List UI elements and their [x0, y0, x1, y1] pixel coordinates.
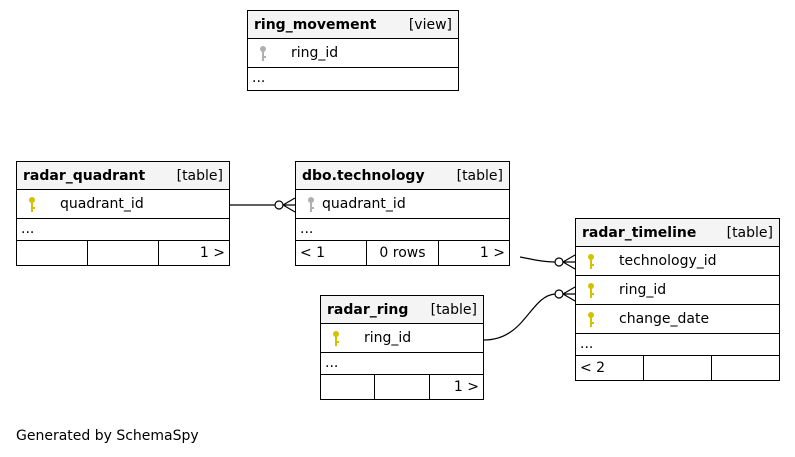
footer-rows: [644, 356, 712, 380]
column-row[interactable]: ring_id: [321, 324, 483, 353]
table-ring-movement[interactable]: ring_movement [view] ring_id ...: [247, 10, 459, 91]
column-row[interactable]: ring_id: [576, 276, 779, 305]
table-name[interactable]: dbo.technology: [302, 167, 425, 184]
foreign-key-icon: [308, 197, 314, 212]
column-name: quadrant_id: [60, 196, 144, 212]
footer-children[interactable]: 1 >: [199, 245, 225, 261]
column-name: quadrant_id: [322, 196, 406, 212]
table-kind: [table]: [456, 167, 503, 184]
primary-key-icon: [588, 254, 594, 269]
footer-rows: 0 rows: [367, 241, 439, 265]
table-kind: [view]: [408, 16, 452, 33]
more-columns: ...: [252, 70, 266, 86]
footer-children[interactable]: 1 >: [479, 245, 505, 261]
table-footer: < 2: [576, 356, 779, 380]
table-name[interactable]: ring_movement: [254, 16, 377, 33]
table-name[interactable]: radar_ring: [327, 301, 409, 318]
column-name: change_date: [619, 311, 710, 327]
column-row[interactable]: ring_id: [248, 39, 458, 68]
more-columns: ...: [321, 353, 483, 375]
table-kind: [table]: [430, 301, 477, 318]
column-row[interactable]: quadrant_id: [17, 190, 229, 219]
table-header[interactable]: radar_timeline [table]: [576, 219, 779, 247]
footer-rows: [375, 375, 430, 399]
table-header[interactable]: radar_quadrant [table]: [17, 162, 229, 190]
primary-key-icon: [29, 197, 35, 212]
column-row[interactable]: quadrant_id: [296, 190, 509, 219]
footer-parents[interactable]: < 1: [296, 241, 368, 265]
table-name[interactable]: radar_quadrant: [23, 167, 146, 184]
footer-parents[interactable]: [321, 375, 376, 399]
column-row[interactable]: technology_id: [576, 247, 779, 276]
column-name: ring_id: [291, 45, 339, 61]
column-name: ring_id: [364, 330, 412, 346]
table-kind: [table]: [726, 224, 773, 241]
more-columns: ...: [17, 219, 229, 241]
generated-by-label: Generated by SchemaSpy: [16, 428, 199, 444]
primary-key-icon: [588, 283, 594, 298]
primary-key-icon: [333, 331, 339, 346]
more-columns: ...: [576, 334, 779, 356]
footer-parents[interactable]: < 2: [576, 356, 644, 380]
more-columns: ...: [296, 219, 509, 241]
edge-ring-timeline: [483, 286, 576, 341]
table-kind: [table]: [176, 167, 223, 184]
foreign-key-icon: [260, 46, 266, 61]
column-name: technology_id: [619, 253, 717, 269]
footer-children[interactable]: 1 >: [453, 379, 479, 395]
table-footer: < 1 0 rows 1 >: [296, 241, 509, 265]
footer-children[interactable]: [712, 356, 779, 380]
table-technology[interactable]: dbo.technology [table] quadrant_id ... <…: [295, 161, 510, 266]
table-radar-quadrant[interactable]: radar_quadrant [table] quadrant_id ... 1…: [16, 161, 230, 266]
table-radar-timeline[interactable]: radar_timeline [table] technology_id rin…: [575, 218, 780, 381]
table-header[interactable]: radar_ring [table]: [321, 296, 483, 324]
column-name: ring_id: [619, 282, 667, 298]
table-header[interactable]: ring_movement [view]: [248, 11, 458, 39]
edge-technology-timeline: [519, 254, 576, 270]
table-footer: 1 >: [17, 241, 229, 265]
table-footer: 1 >: [321, 375, 483, 399]
primary-key-icon: [588, 312, 594, 327]
table-radar-ring[interactable]: radar_ring [table] ring_id ... 1 >: [320, 295, 484, 400]
edge-quadrant-technology: [229, 197, 296, 213]
table-name[interactable]: radar_timeline: [582, 224, 697, 241]
footer-parents[interactable]: [17, 241, 88, 265]
table-header[interactable]: dbo.technology [table]: [296, 162, 509, 190]
footer-rows: [88, 241, 159, 265]
column-row[interactable]: change_date: [576, 305, 779, 334]
